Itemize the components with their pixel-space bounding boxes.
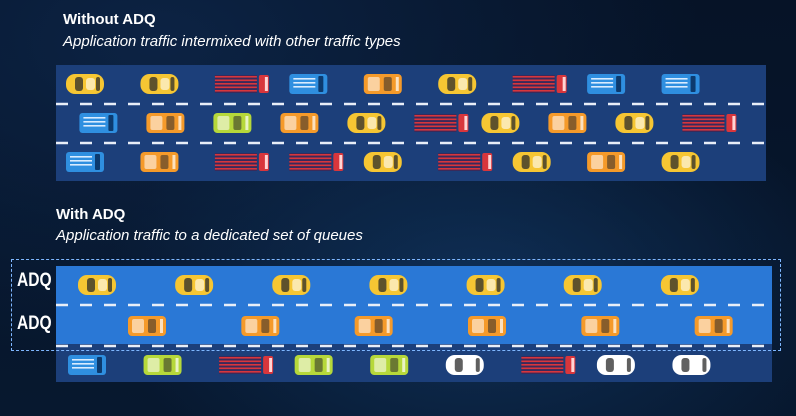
yellow-car-icon: [363, 152, 402, 172]
delivery-van-icon: [581, 316, 620, 336]
suv-icon: [294, 355, 333, 375]
yellow-car-icon: [660, 275, 699, 295]
adq-lane-label-2: ADQ: [17, 313, 52, 334]
delivery-van-icon: [354, 316, 393, 336]
yellow-car-icon: [347, 113, 386, 133]
without-adq-subtitle: Application traffic intermixed with othe…: [63, 33, 401, 50]
delivery-van-icon: [140, 152, 179, 172]
delivery-van-icon: [146, 113, 185, 133]
suv-icon: [213, 113, 252, 133]
van-icon: [587, 74, 626, 94]
van-icon: [79, 113, 118, 133]
truck-icon: [289, 153, 344, 171]
yellow-car-icon: [563, 275, 602, 295]
yellow-car-icon: [481, 113, 520, 133]
suv-icon: [370, 355, 409, 375]
adq-lanes-surface: [56, 266, 772, 344]
truck-icon: [219, 356, 274, 374]
white-car-icon: [445, 355, 484, 375]
truck-icon: [414, 114, 469, 132]
white-car-icon: [672, 355, 711, 375]
adq-road: [56, 266, 772, 382]
truck-icon: [682, 114, 737, 132]
yellow-car-icon: [661, 152, 700, 172]
delivery-van-icon: [241, 316, 280, 336]
white-car-icon: [596, 355, 635, 375]
mixed-traffic-road: [56, 65, 766, 181]
yellow-car-icon: [615, 113, 654, 133]
truck-icon: [438, 153, 493, 171]
truck-icon: [521, 356, 576, 374]
delivery-van-icon: [548, 113, 587, 133]
truck-icon: [214, 75, 269, 93]
delivery-van-icon: [128, 316, 166, 336]
truck-icon: [512, 75, 567, 93]
yellow-car-icon: [140, 74, 179, 94]
van-icon: [66, 152, 104, 172]
with-adq-subtitle: Application traffic to a dedicated set o…: [56, 227, 363, 244]
yellow-car-icon: [66, 74, 104, 94]
delivery-van-icon: [587, 152, 626, 172]
van-icon: [68, 355, 106, 375]
delivery-van-icon: [694, 316, 733, 336]
truck-icon: [214, 153, 269, 171]
yellow-car-icon: [272, 275, 311, 295]
yellow-car-icon: [175, 275, 214, 295]
adq-dedicated-queues-box: [11, 259, 781, 351]
delivery-van-icon: [280, 113, 319, 133]
yellow-car-icon: [78, 275, 116, 295]
yellow-car-icon: [466, 275, 505, 295]
delivery-van-icon: [363, 74, 402, 94]
with-adq-title: With ADQ: [56, 206, 126, 223]
delivery-van-icon: [468, 316, 506, 336]
yellow-car-icon: [438, 74, 477, 94]
yellow-car-icon: [369, 275, 408, 295]
yellow-car-icon: [512, 152, 551, 172]
adq-lane-label-1: ADQ: [17, 270, 52, 291]
van-icon: [661, 74, 700, 94]
without-adq-title: Without ADQ: [63, 11, 156, 28]
suv-icon: [143, 355, 182, 375]
van-icon: [289, 74, 328, 94]
